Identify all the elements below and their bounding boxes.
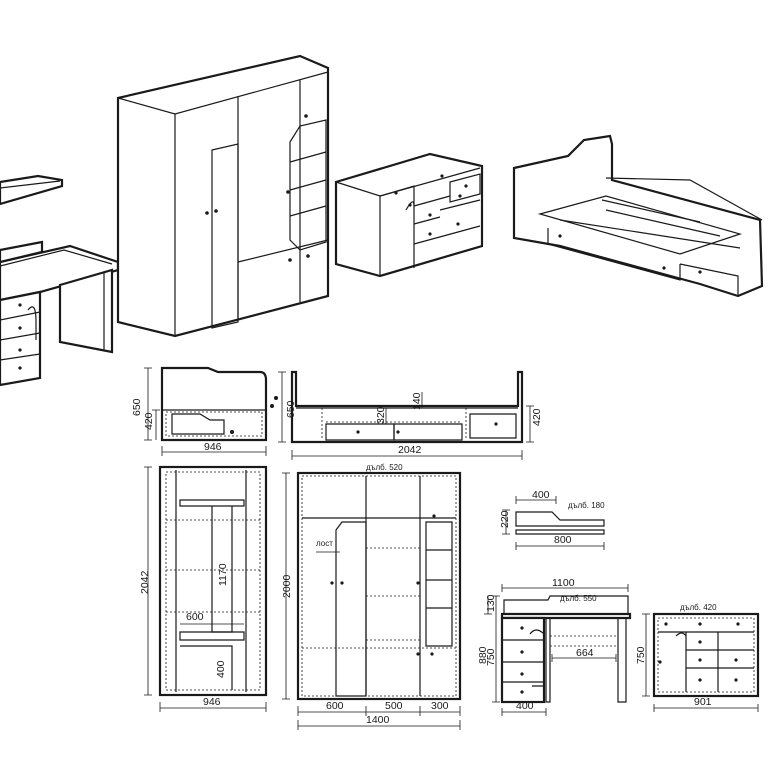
bed-side-width: 2042 bbox=[398, 444, 422, 456]
desk-height-body: 750 bbox=[485, 648, 497, 666]
bed-side-height-total: 650 bbox=[285, 400, 297, 418]
desk-elevation: 1100 дълб. 550 130 880 750 664 400 bbox=[477, 577, 632, 716]
desk-height-top: 130 bbox=[485, 594, 497, 612]
bed-side-view: 650 2042 420 320 140 bbox=[278, 370, 543, 460]
shelf-unit-inner-width: 600 bbox=[186, 611, 204, 623]
shelf-unit-height: 2042 bbox=[139, 570, 151, 594]
dresser-depth-label: дълб. 420 bbox=[680, 603, 717, 612]
wardrobe-width-left: 600 bbox=[326, 700, 344, 712]
desk-pedestal-width: 400 bbox=[516, 700, 534, 712]
wardrobe-width-total: 1400 bbox=[366, 714, 390, 726]
bed-side-inner-320: 320 bbox=[375, 406, 387, 424]
wardrobe-width-right: 300 bbox=[431, 700, 449, 712]
desk-width: 1100 bbox=[552, 577, 575, 589]
shelf-unit-elevation: 2042 1170 600 400 946 bbox=[139, 465, 268, 712]
wall-shelf-width: 800 bbox=[554, 534, 572, 546]
wardrobe-rod-label: лост bbox=[316, 539, 333, 548]
dresser-elevation: дълб. 420 750 901 bbox=[635, 603, 760, 712]
desk-height-total: 880 bbox=[477, 646, 489, 664]
shelf-unit-bottom-height: 400 bbox=[215, 660, 227, 678]
isometric-dresser bbox=[334, 152, 484, 278]
isometric-desk bbox=[0, 174, 120, 387]
wall-shelf-depth-label: дълб. 180 bbox=[568, 501, 605, 510]
isometric-wardrobe bbox=[116, 54, 330, 338]
wall-shelf-drawing: 400 дълб. 180 220 800 bbox=[499, 489, 605, 550]
desk-depth-label: дълб. 550 bbox=[560, 594, 597, 603]
bed-front-height-total: 650 bbox=[131, 398, 143, 416]
dresser-width: 901 bbox=[694, 696, 712, 708]
dresser-height: 750 bbox=[635, 646, 647, 664]
shelf-unit-inner-height: 1170 bbox=[217, 563, 229, 586]
bed-front-view: 650 420 946 bbox=[131, 366, 278, 456]
isometric-bed bbox=[512, 134, 764, 298]
wardrobe-height: 2000 bbox=[281, 574, 293, 598]
bed-side-inner-140: 140 bbox=[411, 392, 423, 410]
wardrobe-depth-label: дълб. 520 bbox=[366, 463, 403, 472]
wall-shelf-height: 220 bbox=[499, 510, 511, 528]
bed-front-height-drawer: 420 bbox=[143, 412, 155, 430]
desk-inner-width: 664 bbox=[576, 647, 594, 659]
wall-shelf-top-width: 400 bbox=[532, 489, 550, 501]
wardrobe-elevation: дълб. 520 лост 2000 600 500 300 1400 bbox=[281, 463, 462, 730]
bed-front-width: 946 bbox=[204, 441, 222, 453]
bed-side-height-drawer: 420 bbox=[531, 408, 543, 426]
shelf-unit-width: 946 bbox=[203, 696, 221, 708]
wardrobe-width-mid: 500 bbox=[385, 700, 403, 712]
